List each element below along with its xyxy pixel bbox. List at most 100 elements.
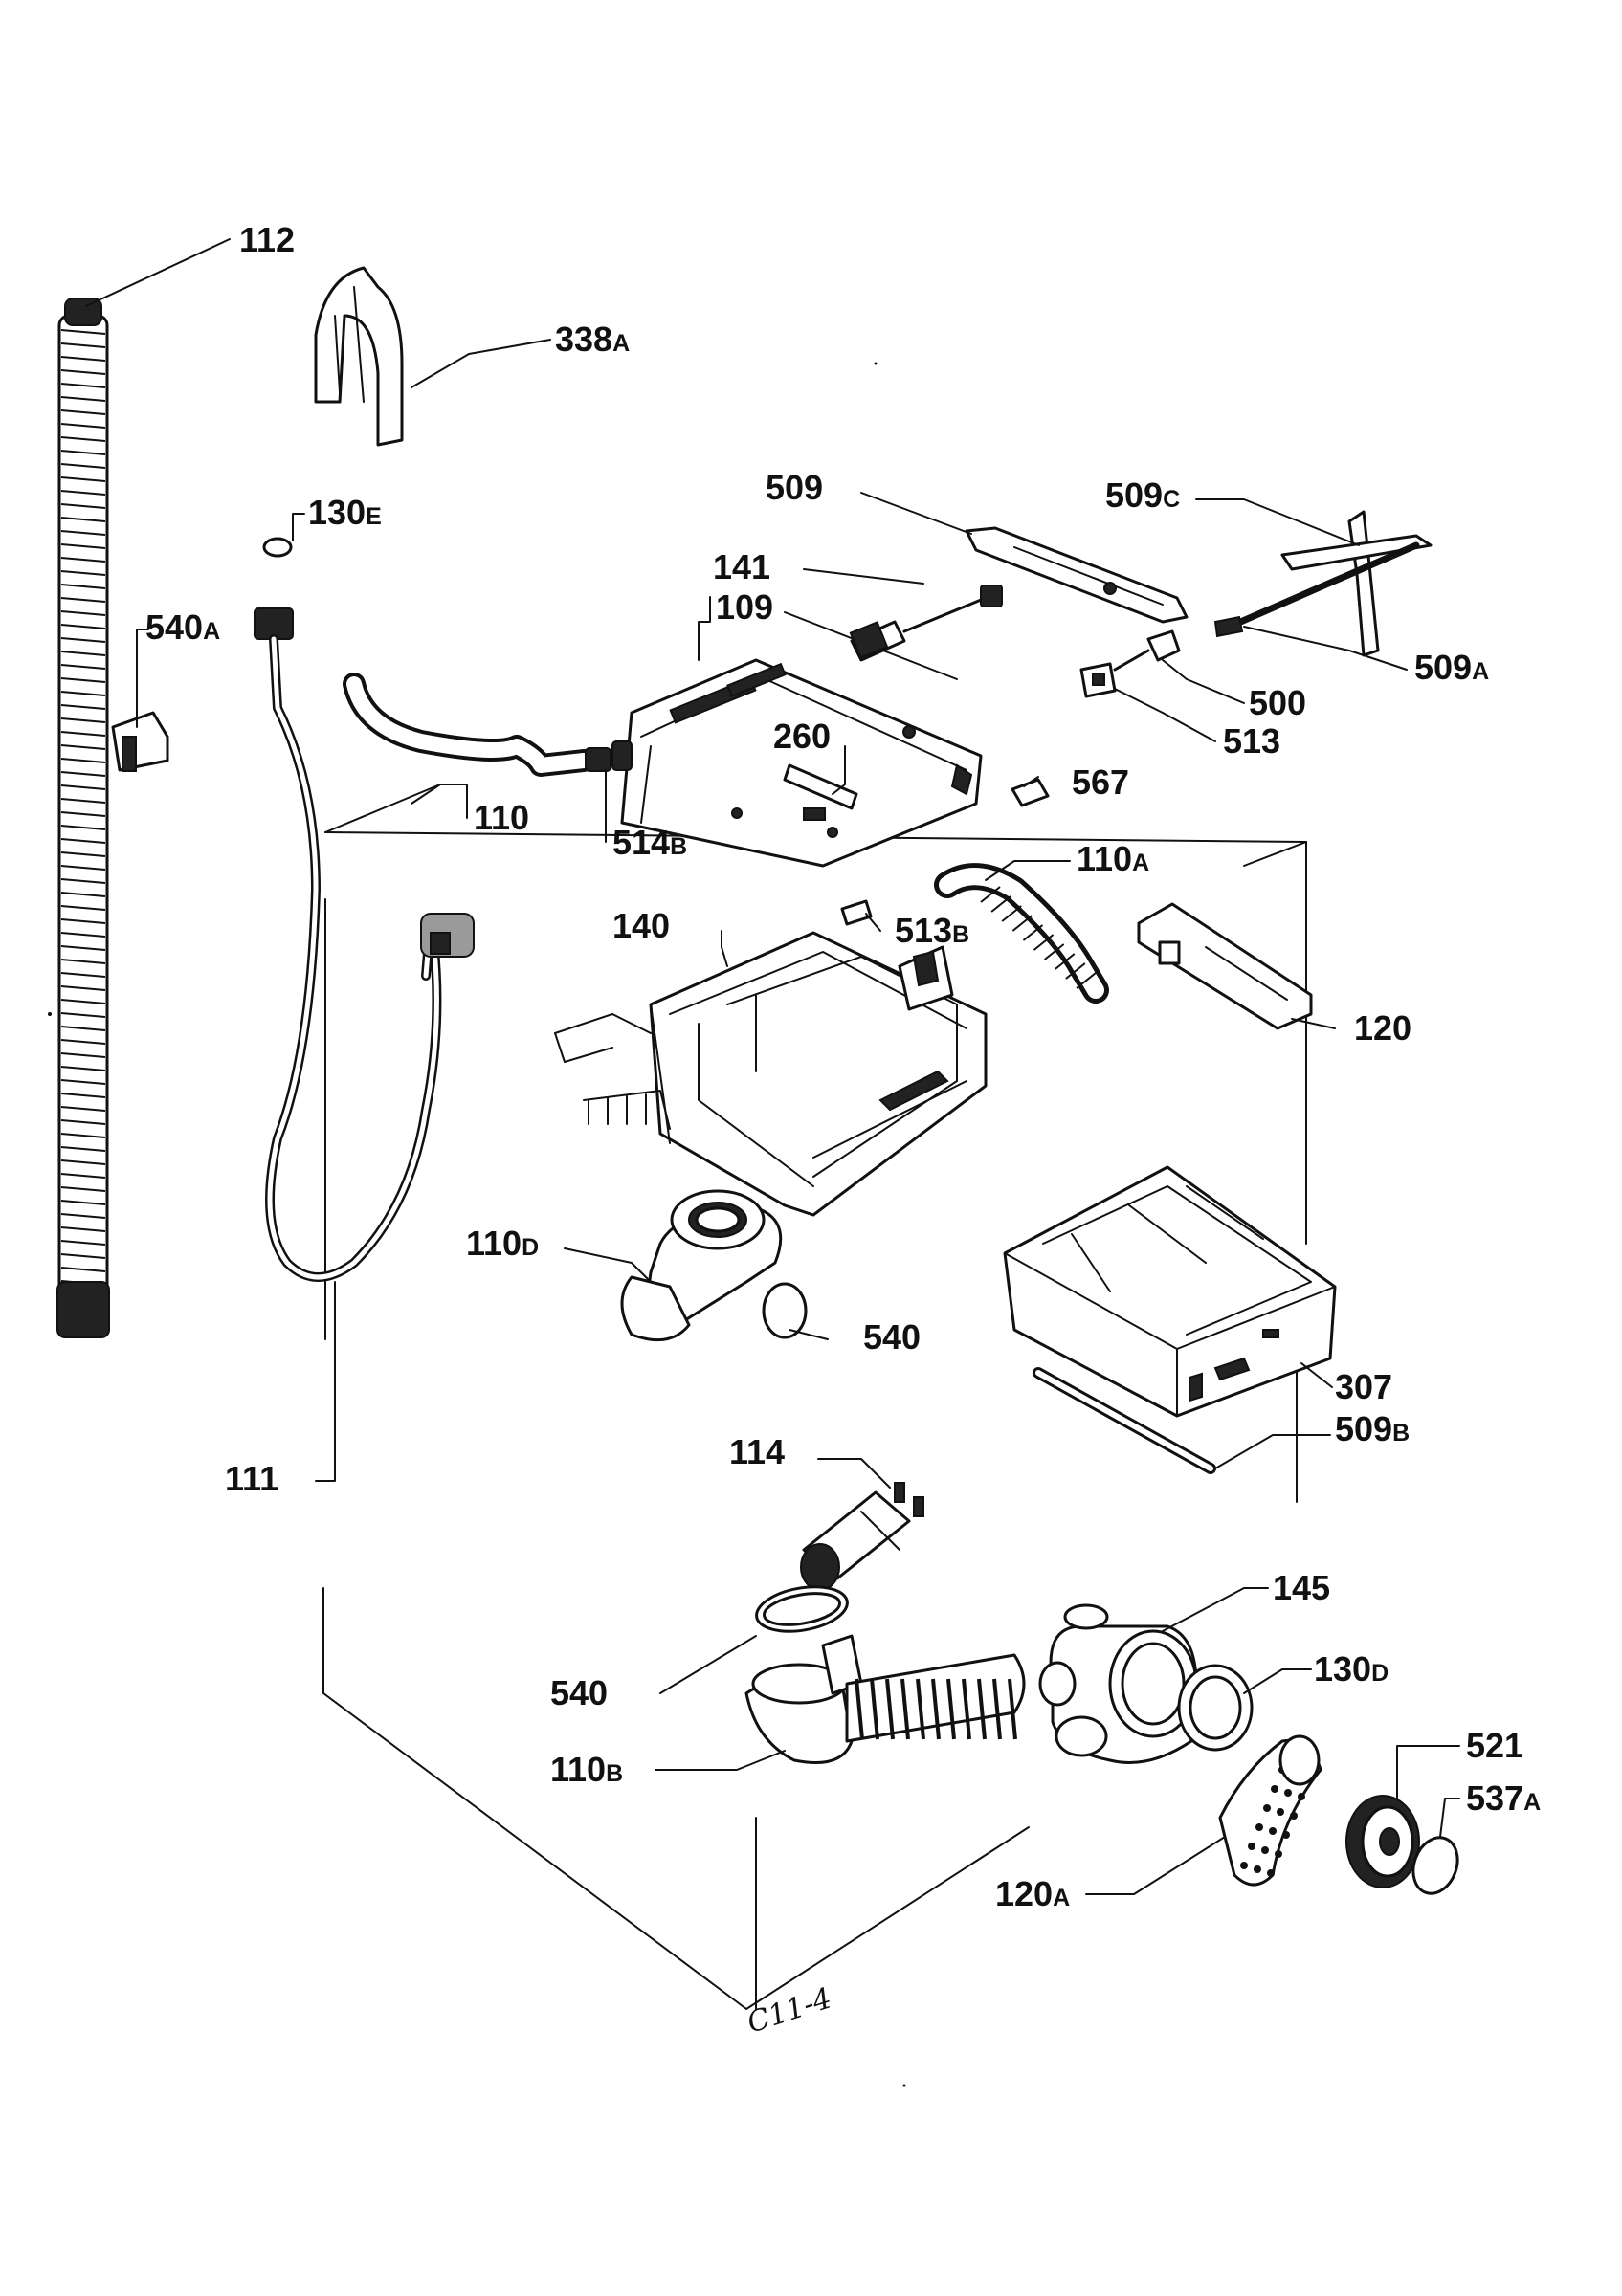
label-540a: 540A xyxy=(145,607,220,647)
part-111-fill-hose xyxy=(254,607,475,1282)
bellows-fold xyxy=(855,1678,864,1740)
hose-rib xyxy=(60,851,106,857)
filter-mesh-hole xyxy=(1261,1846,1269,1854)
hose-rib xyxy=(60,691,106,696)
hose-rib xyxy=(60,1146,106,1152)
label-114: 114 xyxy=(729,1432,785,1471)
label-509b: 509B xyxy=(1335,1409,1410,1448)
hose-rib xyxy=(60,878,106,884)
hose-rib xyxy=(1033,934,1055,951)
hose-rib xyxy=(60,329,106,335)
hose-rib xyxy=(60,905,106,911)
part-509b-rod xyxy=(1033,1367,1216,1474)
hose-rib xyxy=(60,932,106,938)
hose-rib xyxy=(60,959,106,964)
label-307: 307 xyxy=(1335,1367,1392,1406)
filter-mesh-hole xyxy=(1298,1793,1305,1800)
bellows-fold xyxy=(1008,1678,1017,1740)
label-514b: 514B xyxy=(612,823,687,862)
hose-rib xyxy=(60,677,106,683)
hose-rib xyxy=(1065,962,1086,980)
speck xyxy=(874,362,878,365)
filter-mesh-hole xyxy=(1240,1862,1248,1869)
hose-rib xyxy=(60,1012,106,1018)
filter-mesh-hole xyxy=(1275,1850,1282,1858)
hose-rib xyxy=(60,798,106,804)
hose-rib xyxy=(60,543,106,549)
hose-rib xyxy=(60,383,106,388)
filter-mesh-hole xyxy=(1290,1812,1298,1820)
hose-rib xyxy=(60,557,106,563)
filter-mesh-hole xyxy=(1267,1869,1275,1877)
part-513b-pin xyxy=(840,899,873,926)
label-111: 111 xyxy=(225,1459,278,1498)
hose-rib xyxy=(60,476,106,482)
hose-rib xyxy=(60,396,106,402)
hose-rib xyxy=(980,886,1001,903)
label-110b: 110B xyxy=(550,1750,623,1789)
hose-rib xyxy=(1055,953,1076,970)
hose-rib xyxy=(60,892,106,897)
label-120a: 120A xyxy=(995,1874,1070,1913)
hose-rib xyxy=(60,945,106,951)
hose-rib xyxy=(60,1253,106,1259)
label-110d: 110D xyxy=(466,1224,539,1263)
hose-rib xyxy=(1022,924,1044,941)
part-114-pressure-switch xyxy=(800,1482,924,1591)
bellows-fold xyxy=(992,1678,1002,1740)
hose-rib xyxy=(60,1186,106,1192)
hose-rib xyxy=(60,704,106,710)
hose-rib xyxy=(60,758,106,763)
hose-rib xyxy=(60,985,106,991)
part-260-bar xyxy=(783,763,858,821)
hose-rib xyxy=(60,436,106,442)
part-110-hose xyxy=(343,673,611,777)
bellows-fold xyxy=(870,1678,879,1740)
part-307-dispenser-drawer xyxy=(1003,1165,1337,1418)
filter-mesh-hole xyxy=(1269,1827,1277,1835)
hose-rib xyxy=(1011,915,1033,932)
filter-mesh-hole xyxy=(1248,1843,1255,1850)
hose-rib xyxy=(60,463,106,469)
label-112: 112 xyxy=(239,220,295,259)
hose-rib xyxy=(60,1039,106,1045)
hose-rib xyxy=(60,784,106,790)
label-540b: 540 xyxy=(550,1673,608,1712)
hose-rib xyxy=(60,865,106,871)
part-141-solenoid xyxy=(849,585,1003,662)
filter-mesh-hole xyxy=(1255,1823,1263,1831)
hose-rib xyxy=(1076,972,1097,989)
label-540: 540 xyxy=(863,1317,921,1357)
part-145-pump-housing xyxy=(1038,1603,1198,1764)
hose-rib xyxy=(60,972,106,978)
filter-mesh-hole xyxy=(1263,1804,1271,1812)
part-labels: 112 338A 130E 540A 509 509C 141 109 509A… xyxy=(145,220,1541,1913)
hose-rib xyxy=(60,811,106,817)
hose-rib xyxy=(60,409,106,415)
hose-rib xyxy=(60,664,106,670)
filter-mesh-hole xyxy=(1271,1785,1278,1793)
label-130e: 130E xyxy=(308,493,382,532)
part-109-valve-plate xyxy=(620,658,983,868)
label-567: 567 xyxy=(1072,762,1129,802)
label-109: 109 xyxy=(716,587,773,627)
label-141: 141 xyxy=(713,547,770,586)
speck xyxy=(48,1012,52,1016)
label-338a: 338A xyxy=(555,320,630,359)
hose-rib xyxy=(60,918,106,924)
label-521: 521 xyxy=(1466,1726,1523,1765)
label-130d: 130D xyxy=(1314,1649,1389,1689)
hose-rib xyxy=(60,1066,106,1071)
hose-rib xyxy=(60,624,106,629)
hose-rib xyxy=(60,1173,106,1179)
hose-rib xyxy=(60,731,106,737)
hose-rib xyxy=(60,1133,106,1138)
hose-rib xyxy=(60,490,106,496)
leader-lines xyxy=(85,238,1460,1895)
part-338a-hose-bracket xyxy=(314,266,404,447)
label-513: 513 xyxy=(1223,721,1280,761)
hose-rib xyxy=(60,825,106,830)
hose-rib xyxy=(60,450,106,455)
